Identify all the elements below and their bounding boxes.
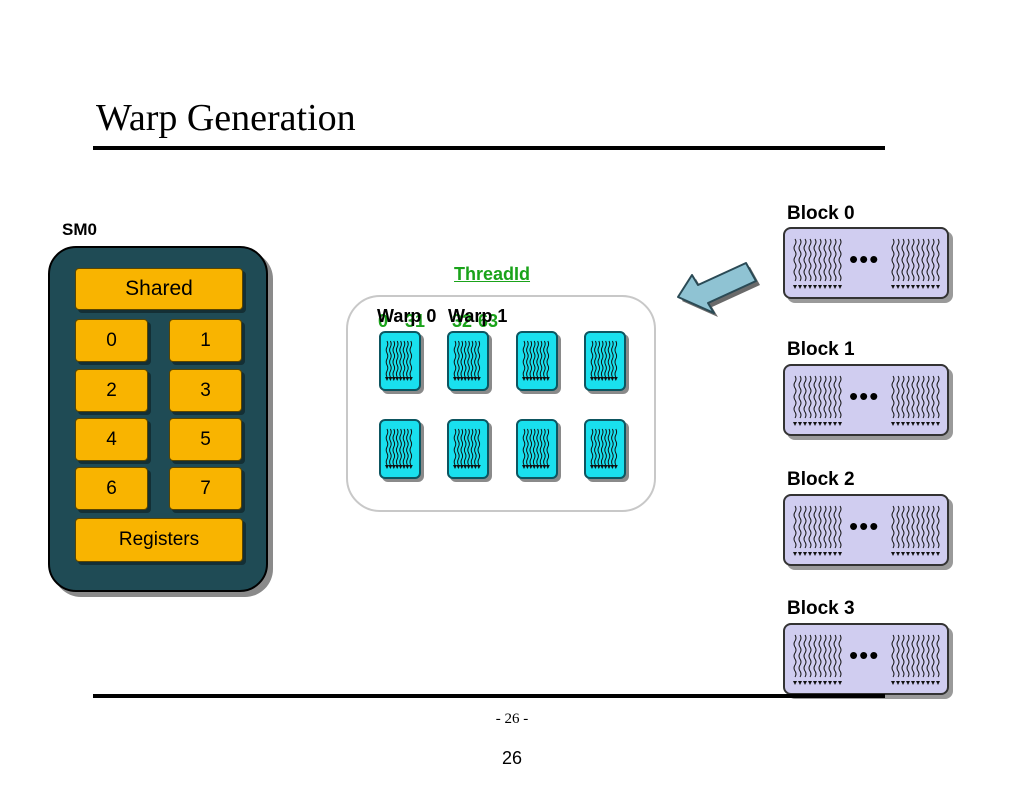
block-assignment-arrow	[677, 262, 760, 317]
block-2: •••	[783, 494, 949, 566]
block-ellipsis: •••	[849, 511, 880, 541]
warp-threads	[385, 428, 413, 469]
block-threads	[793, 505, 940, 556]
registers-box: Registers	[75, 518, 243, 562]
warp-threads	[590, 340, 618, 381]
block-threads	[793, 238, 940, 289]
warp-threads	[453, 428, 481, 469]
block-0-label: Block 0	[787, 203, 855, 224]
warp-tile	[516, 331, 558, 391]
warp-tile	[584, 331, 626, 391]
title-rule	[93, 146, 885, 150]
warp-threads	[453, 340, 481, 381]
block-ellipsis: •••	[849, 640, 880, 670]
block-threads	[793, 375, 940, 426]
warp-tile	[584, 419, 626, 479]
thread-id-0: 0	[378, 311, 389, 331]
slide-number: 26	[501, 748, 523, 768]
block-1-label: Block 1	[787, 339, 855, 360]
warp-tile	[379, 331, 421, 391]
shared-memory-box: Shared	[75, 268, 243, 310]
warp-0-label: Warp 0	[377, 306, 437, 326]
thread-id-31: 31	[405, 311, 426, 331]
thread-id-32: 32	[452, 311, 473, 331]
warp-threads	[590, 428, 618, 469]
warp-1-label: Warp 1	[448, 306, 508, 326]
slide-title: Warp Generation	[96, 97, 356, 139]
threadid-label: ThreadId	[454, 264, 531, 284]
block-threads	[793, 634, 940, 685]
warp-threads	[385, 340, 413, 381]
register-cell-6: 6	[75, 467, 148, 510]
block-3-label: Block 3	[787, 598, 855, 619]
register-cell-0: 0	[75, 319, 148, 362]
warp-threads	[522, 340, 550, 381]
register-cell-5: 5	[169, 418, 242, 461]
block-3: •••	[783, 623, 949, 695]
warp-threads	[522, 428, 550, 469]
footer-page-label: - 26 -	[495, 711, 529, 727]
thread-id-63: 63	[478, 311, 499, 331]
register-cell-2: 2	[75, 369, 148, 412]
register-cell-3: 3	[169, 369, 242, 412]
block-ellipsis: •••	[849, 381, 880, 411]
footer-rule	[93, 694, 885, 698]
warp-container	[346, 295, 656, 512]
warp-tile	[447, 419, 489, 479]
sm-panel: Shared 0 1 2 3 4 5 6 7 Registers	[48, 246, 268, 592]
register-cell-4: 4	[75, 418, 148, 461]
sm-label: SM0	[62, 220, 97, 239]
register-cell-7: 7	[169, 467, 242, 510]
block-1: •••	[783, 364, 949, 436]
warp-tile	[516, 419, 558, 479]
warp-tile	[447, 331, 489, 391]
block-2-label: Block 2	[787, 469, 855, 490]
block-0: •••	[783, 227, 949, 299]
warp-tile	[379, 419, 421, 479]
block-ellipsis: •••	[849, 244, 880, 274]
register-cell-1: 1	[169, 319, 242, 362]
